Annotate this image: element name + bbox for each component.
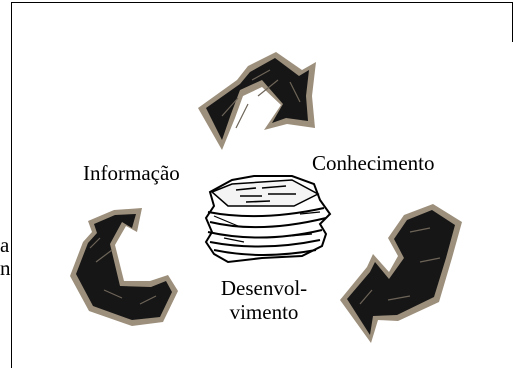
- cut-text-line1: a: [0, 233, 10, 257]
- frame-left-border: [11, 2, 12, 368]
- newspaper-stack-icon: [204, 175, 332, 264]
- left-arrow-icon: [70, 208, 178, 326]
- label-desenvolvimento-line2: vimento: [229, 300, 299, 324]
- cut-text-line2: n,: [0, 256, 12, 280]
- label-desenvolvimento-line1: Desenvol-: [220, 276, 308, 300]
- frame-right-border: [512, 2, 513, 42]
- label-conhecimento: Conhecimento: [312, 151, 435, 175]
- label-informacao: Informação: [83, 161, 180, 185]
- frame-lower-rule: [11, 343, 12, 368]
- diagram-frame: [11, 2, 513, 368]
- top-arrow-icon: [198, 52, 316, 150]
- right-arrow-icon: [340, 204, 462, 343]
- label-desenvolvimento: Desenvol- vimento: [208, 276, 320, 324]
- frame-top-border: [11, 2, 513, 3]
